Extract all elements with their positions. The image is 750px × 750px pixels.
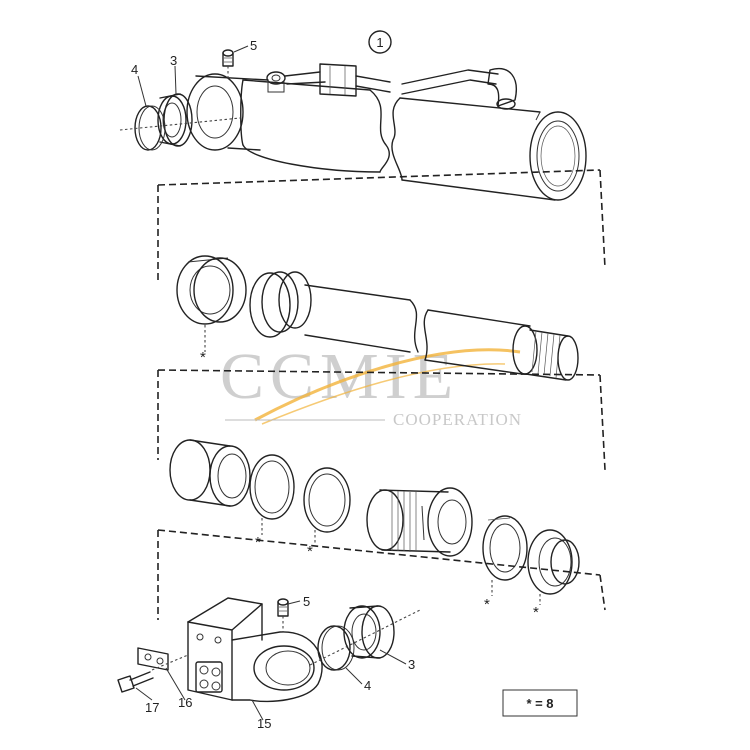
figure-number-badge: 1 [368, 30, 392, 54]
cylinder-head-bushing [169, 439, 251, 507]
grease-nipple-bottom [277, 598, 289, 632]
asterisk-seal-b: * [307, 543, 313, 560]
asterisk-seal-a: * [255, 534, 261, 551]
asterisk-rod-ring: * [200, 349, 206, 366]
dashed-frame-middle [157, 369, 606, 471]
watermark-swoosh [254, 348, 521, 422]
callout-16: 16 [178, 695, 192, 710]
quantity-legend: * = 8 [502, 689, 578, 717]
cylinder-tube [186, 49, 587, 201]
watermark-brand: CCMIE [220, 340, 459, 413]
bushing-bottom [343, 605, 395, 659]
callout-5-top: 5 [250, 38, 257, 53]
callout-5-bottom: 5 [303, 594, 310, 609]
dashed-frame-upper [157, 169, 606, 280]
asterisk-wiper-ring: * [533, 604, 539, 621]
guide-ring [482, 515, 528, 581]
watermark-subtitle: COOPERATION [393, 410, 522, 429]
legend-text: * = 8 [526, 696, 553, 711]
watermark: CCMIE COOPERATION [220, 340, 522, 429]
callout-4-top: 4 [131, 62, 138, 77]
figure-number: 1 [376, 35, 383, 50]
leader-lines [135, 45, 407, 721]
piston-rod [176, 255, 579, 381]
asterisk-guide-ring: * [484, 596, 490, 613]
callout-17: 17 [145, 700, 159, 715]
seal-ring-a [249, 454, 295, 520]
callout-4-bottom: 4 [364, 678, 371, 693]
piston [366, 487, 473, 557]
circlip-bottom [317, 625, 355, 671]
wiper-ring [527, 529, 580, 595]
dashed-frame-lower [157, 529, 606, 620]
locking-plate [137, 647, 169, 671]
rod-eye [187, 597, 323, 703]
seal-ring-b [303, 467, 351, 533]
callout-15: 15 [257, 716, 271, 731]
circlip-top [134, 105, 166, 151]
callout-3-bottom: 3 [408, 657, 415, 672]
bolt [117, 654, 189, 693]
callout-3-top: 3 [170, 53, 177, 68]
